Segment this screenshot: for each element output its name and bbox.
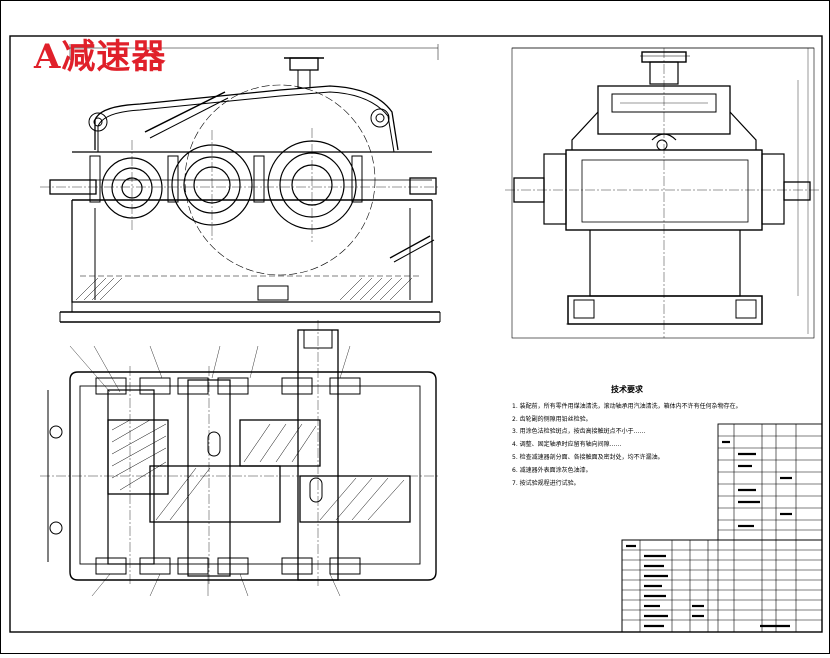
side-view [505,47,820,339]
note-line: 4. 调整、固定轴承时应留有轴向间隙…… [512,441,622,449]
parts-list [621,423,823,633]
top-section-view [40,320,440,597]
note-line: 1. 装配前，所有零件用煤油清洗，滚动轴承用汽油清洗，箱体内不许有任何杂物存在。 [512,402,742,410]
technical-requirements: 技术要求 1. 装配前，所有零件用煤油清洗，滚动轴承用汽油清洗，箱体内不许有任何… [512,384,742,490]
front-view [40,44,441,323]
note-line: 7. 按试验规程进行试验。 [512,479,580,487]
notes-heading: 技术要求 [611,385,643,394]
note-line: 5. 检查减速器剖分面、各接触面及密封处，均不许漏油。 [512,453,664,461]
note-line: 2. 齿轮副的侧隙用铅丝检验。 [512,415,592,423]
note-line: 3. 用涂色法检验斑点，按齿高接触斑点不小于…… [512,428,646,436]
note-line: 6. 减速器外表面涂灰色油漆。 [512,466,592,474]
drawing-title: A减速器 [34,37,167,77]
inner-frame [9,35,823,633]
